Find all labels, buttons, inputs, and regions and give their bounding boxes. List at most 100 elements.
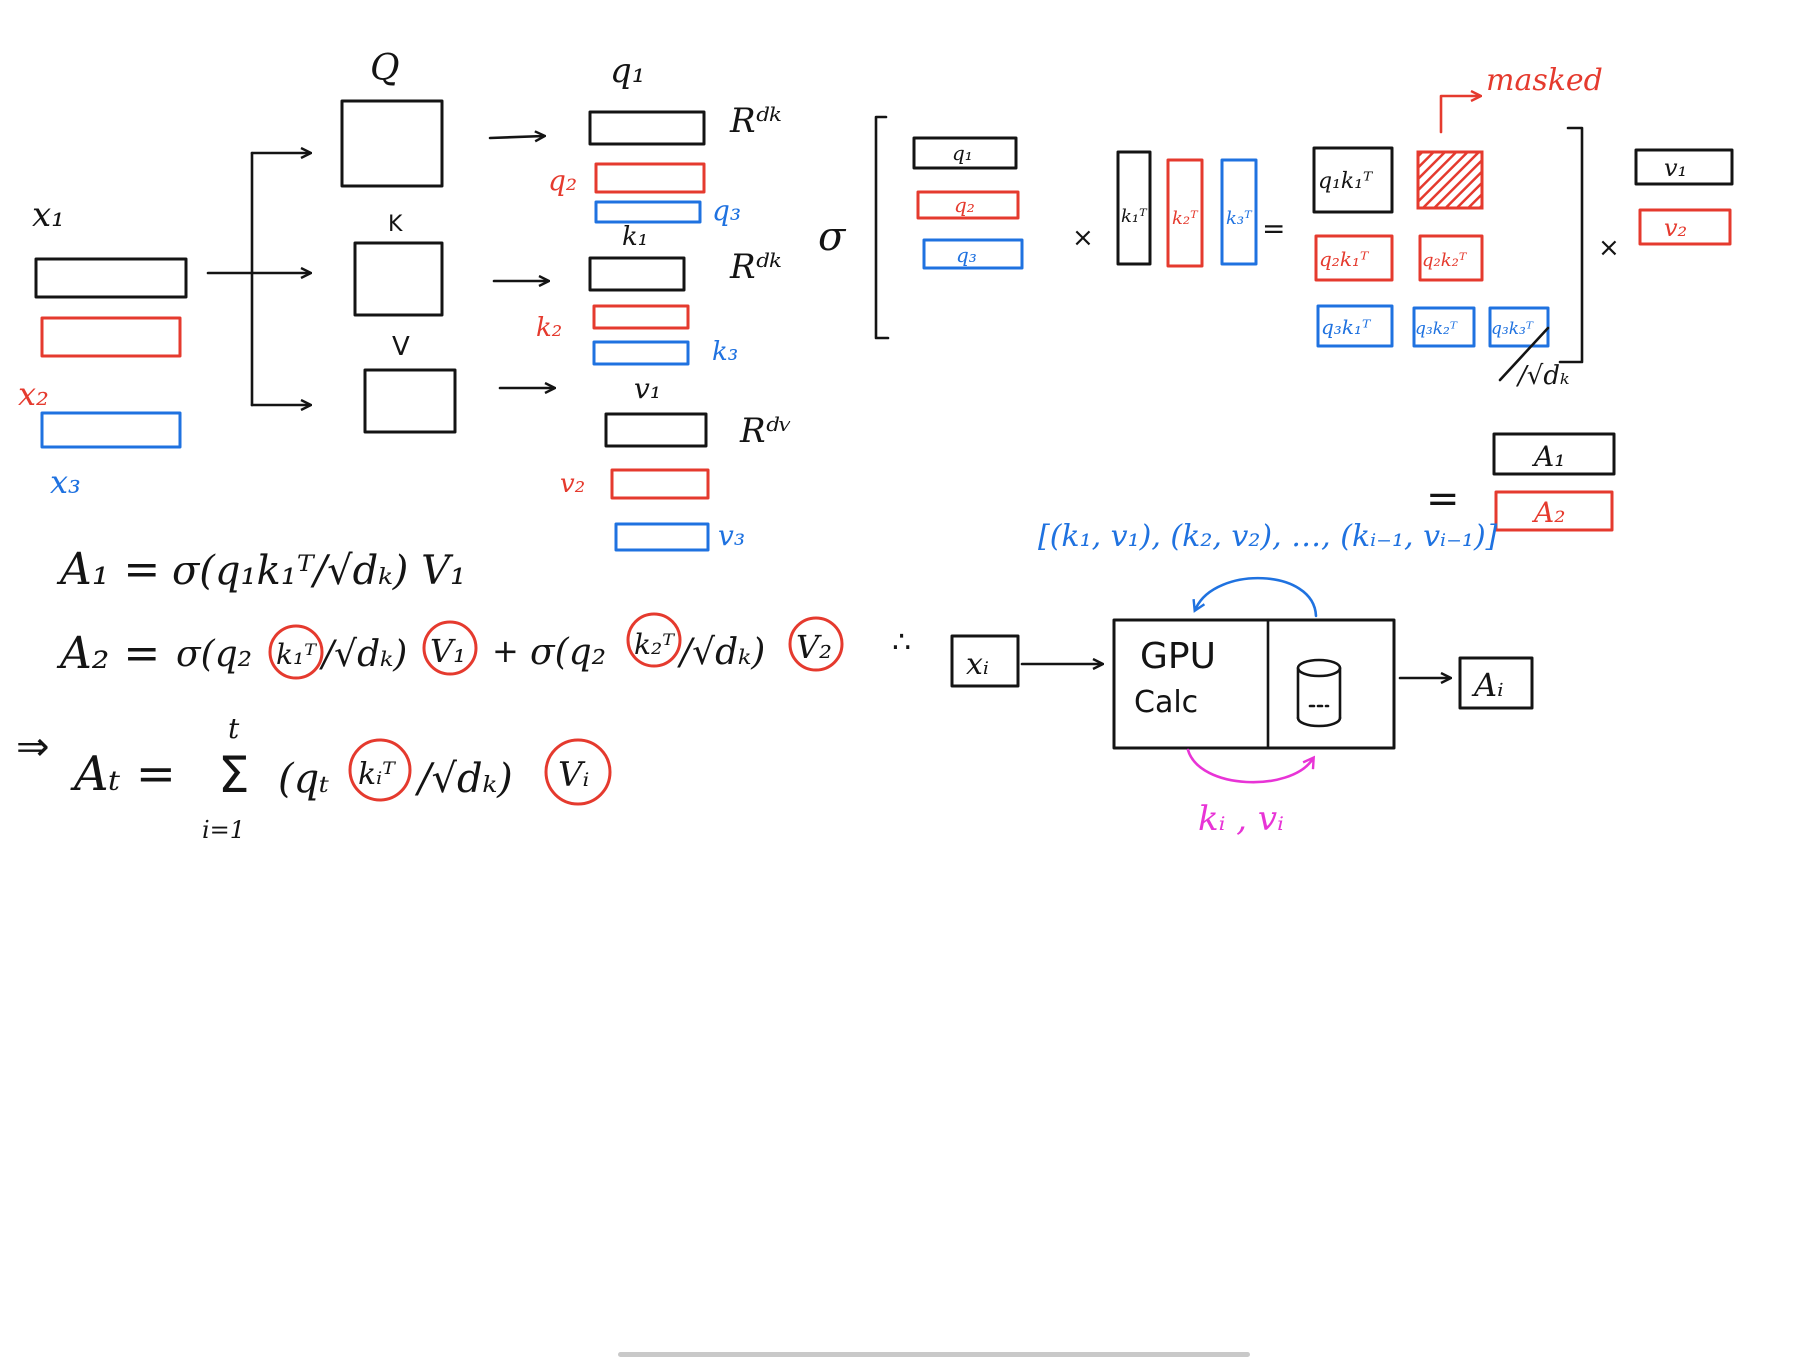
cache-read-arrow (1196, 576, 1318, 618)
x1-label: x₁ (32, 195, 65, 235)
k2t-column (1166, 158, 1204, 268)
v2-row-label: v₂ (1664, 214, 1687, 242)
k2-label: k₂ (536, 313, 562, 343)
v2-vector (610, 468, 710, 500)
a2-v1-highlight (422, 620, 478, 676)
kv-new-label: kᵢ , vᵢ (1198, 799, 1284, 839)
sigma-symbol: σ (818, 214, 847, 260)
q1-vector (588, 110, 706, 146)
therefore-symbol: ∴ (892, 625, 911, 660)
k1t-label: k₁ᵀ (1121, 206, 1148, 227)
q3-vector (594, 200, 702, 224)
v-weight-label: V (392, 332, 410, 362)
k-weight-matrix (353, 241, 444, 317)
v2-label: v₂ (560, 469, 585, 499)
v-weight-matrix (363, 368, 457, 434)
q-weight-matrix (340, 99, 444, 188)
ai-output-box (1458, 656, 1534, 710)
x2-label: x₂ (18, 375, 49, 413)
projection-arrows (488, 136, 554, 388)
weight-matrices: Q K V (340, 48, 457, 434)
right-bracket (1558, 126, 1584, 364)
masked-arrow (1439, 96, 1480, 134)
k1t-column (1116, 150, 1152, 266)
score-q2k1-label: q₂k₁ᵀ (1319, 247, 1370, 271)
q2-row-label: q₂ (954, 193, 975, 217)
at-ki: kᵢᵀ (358, 757, 396, 792)
x1-vector (34, 257, 188, 299)
at-ki-highlight (348, 738, 412, 802)
calc-label: Calc (1134, 685, 1198, 720)
ai-label: Aᵢ (1471, 666, 1504, 704)
v3-label: v₃ (718, 519, 745, 552)
a2-formula-lhs: A₂ = (56, 628, 160, 679)
k2t-label: k₂ᵀ (1172, 208, 1199, 229)
v1-row-label: v₁ (1664, 154, 1687, 182)
horizontal-scrollbar[interactable] (618, 1352, 1250, 1357)
r-dv-label: Rᵈᵛ (739, 411, 792, 451)
a2-term1-scale: /√dₖ) (319, 634, 407, 675)
q2-vector (594, 162, 706, 194)
a1-formula-lhs: A₁ = (56, 544, 160, 595)
times-sign-1: × (1072, 223, 1094, 253)
score-q2k2 (1418, 234, 1484, 282)
a2-v2-highlight (788, 616, 844, 672)
masked-label: masked (1486, 63, 1603, 98)
score-q2k2-label: q₂k₂ᵀ (1422, 250, 1468, 271)
cache-write-arrow (1186, 748, 1312, 784)
scale-label: /√dₖ (1515, 361, 1569, 391)
score-q1k1-label: q₁k₁ᵀ (1318, 169, 1374, 194)
score-q3k2 (1412, 306, 1476, 348)
v3-vector (614, 522, 710, 552)
a2-k2: k₂ᵀ (634, 628, 675, 661)
score-q3k1 (1316, 304, 1394, 348)
k3-label: k₃ (712, 337, 738, 367)
equals-sign-2: = (1426, 476, 1460, 522)
times-sign-2: × (1598, 233, 1620, 263)
a2-v2: V₂ (796, 628, 832, 666)
a2-term2-scale: /√dₖ) (677, 632, 765, 673)
a2-plus: + (492, 632, 519, 670)
a2-row-label: A₂ (1531, 496, 1565, 529)
q-weight-label: Q (370, 48, 400, 89)
a1-row-label: A₁ (1531, 440, 1565, 473)
q1-row (912, 136, 1018, 170)
xi-input-box (950, 634, 1020, 688)
implies-arrow: ⇒ (16, 724, 50, 770)
a1-formula-rhs: σ(q₁k₁ᵀ/√dₖ) V₁ (172, 548, 466, 594)
at-formula-lhs: Aₜ = (70, 746, 176, 802)
q1-label: q₁ (610, 51, 645, 91)
kv-cache-list: [(k₁, v₁), (k₂, v₂), …, (kᵢ₋₁, vᵢ₋₁)] (1038, 519, 1498, 554)
sum-symbol: Σ (218, 746, 250, 804)
k1-vector (588, 256, 686, 292)
projected-vectors: q₁ Rᵈᵏ q₂ q₃ k₁ Rᵈᵏ k₂ k₃ v₁ Rᵈᵛ v₂ v₃ (536, 51, 792, 552)
k3t-label: k₃ᵀ (1226, 208, 1253, 229)
q3-row-label: q₃ (956, 243, 977, 267)
left-bracket (874, 115, 890, 340)
q3-label: q₃ (712, 194, 741, 227)
r-dk-label-2: Rᵈᵏ (729, 247, 782, 287)
at-term-open: (qₜ (278, 756, 329, 802)
x3-vector (40, 411, 182, 449)
a1-row (1492, 432, 1616, 476)
v1-vector (604, 412, 708, 448)
x3-label: x₃ (50, 463, 81, 501)
score-q3k3-label: q₃k₃ᵀ (1491, 319, 1534, 339)
k3t-column (1220, 158, 1258, 266)
q2-row (916, 190, 1020, 220)
q1-row-label: q₁ (952, 141, 973, 165)
r-dk-label-1: Rᵈᵏ (729, 101, 782, 141)
a2-row (1494, 490, 1614, 532)
matrix-form: σ q₁ q₂ q₃ × k₁ᵀ k₂ᵀ k₃ᵀ = q₁k₁ᵀ masked … (818, 63, 1734, 532)
attention-formulas: A₁ = σ(q₁k₁ᵀ/√dₖ) V₁ A₂ = σ(q₂ k₁ᵀ /√dₖ)… (16, 544, 911, 844)
k-weight-label: K (388, 212, 403, 237)
a2-term2-open: σ(q₂ (530, 632, 606, 673)
v1-label: v₁ (634, 372, 661, 405)
gpu-box (1112, 618, 1396, 750)
branch-arrows (206, 153, 310, 405)
cache-storage-icon (1296, 658, 1342, 728)
sum-lower-limit: i=1 (202, 816, 245, 844)
q2-label: q₂ (548, 164, 577, 197)
kv-cache-flow: [(k₁, v₁), (k₂, v₂), …, (kᵢ₋₁, vᵢ₋₁)] xᵢ… (950, 519, 1534, 839)
